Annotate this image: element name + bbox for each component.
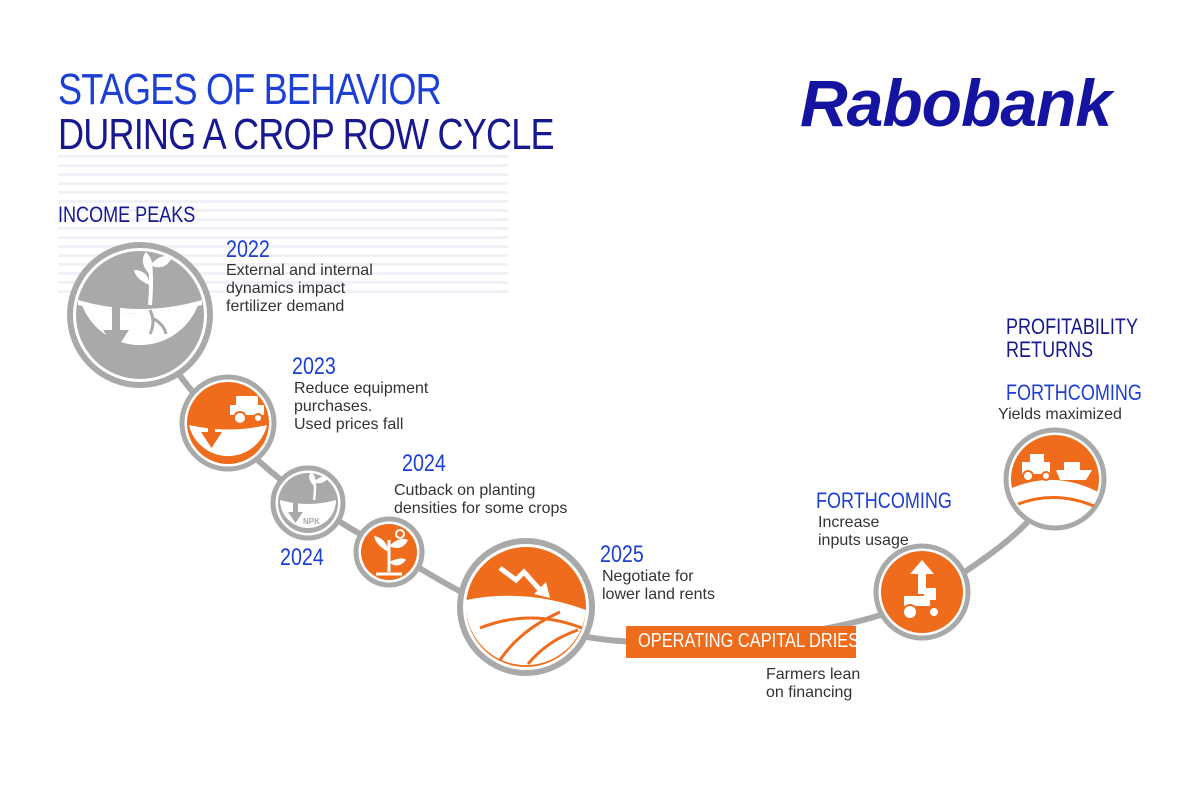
stage-year-2025: 2025	[600, 541, 644, 568]
tractor-down-icon	[179, 374, 277, 472]
inputs-description: Increase inputs usage	[818, 514, 909, 549]
profitability-heading-line-2: RETURNS	[1006, 337, 1094, 362]
stage-description-2022: External and internal dynamics impact fe…	[226, 262, 373, 315]
forthcoming-heading-inputs: FORTHCOMING	[816, 488, 952, 513]
falling-arrow-field-icon	[457, 538, 595, 676]
operating-capital-banner	[626, 626, 856, 658]
tractor-up-icon	[873, 543, 971, 641]
sprout-roots-npk-down-icon: NPK	[67, 242, 213, 388]
stage-description-2024: Cutback on planting densities for some c…	[394, 482, 568, 517]
stage-year-2024-small: 2024	[280, 544, 324, 571]
rabobank-logo: Rabobank	[800, 66, 1112, 140]
operating-capital-label: OPERATING CAPITAL DRIES UP	[638, 630, 887, 652]
stage-description-2023: Reduce equipment purchases. Used prices …	[294, 380, 429, 433]
forthcoming-heading-profitability: FORTHCOMING	[1006, 380, 1142, 405]
tractor-boat-field-icon	[1003, 427, 1107, 531]
profitability-description: Yields maximized	[998, 406, 1122, 423]
npk-label-large: NPK	[122, 343, 150, 358]
npk-label-small: NPK	[303, 517, 320, 526]
stage-year-2022: 2022	[226, 236, 270, 263]
sprout-npk-down-icon: NPK	[270, 465, 346, 541]
title-line-2: DURING A CROP ROW CYCLE	[58, 110, 555, 159]
title-line-1: STAGES OF BEHAVIOR	[58, 65, 442, 114]
stage-year-2024: 2024	[402, 450, 446, 477]
operating-capital-description: Farmers lean on financing	[766, 666, 861, 701]
stage-description-2025: Negotiate for lower land rents	[602, 568, 715, 603]
seedling-scissors-icon	[353, 516, 425, 588]
profitability-heading-line-1: PROFITABILITY	[1006, 314, 1138, 339]
stage-year-2023: 2023	[292, 353, 336, 380]
income-peaks-heading: INCOME PEAKS	[58, 202, 196, 227]
